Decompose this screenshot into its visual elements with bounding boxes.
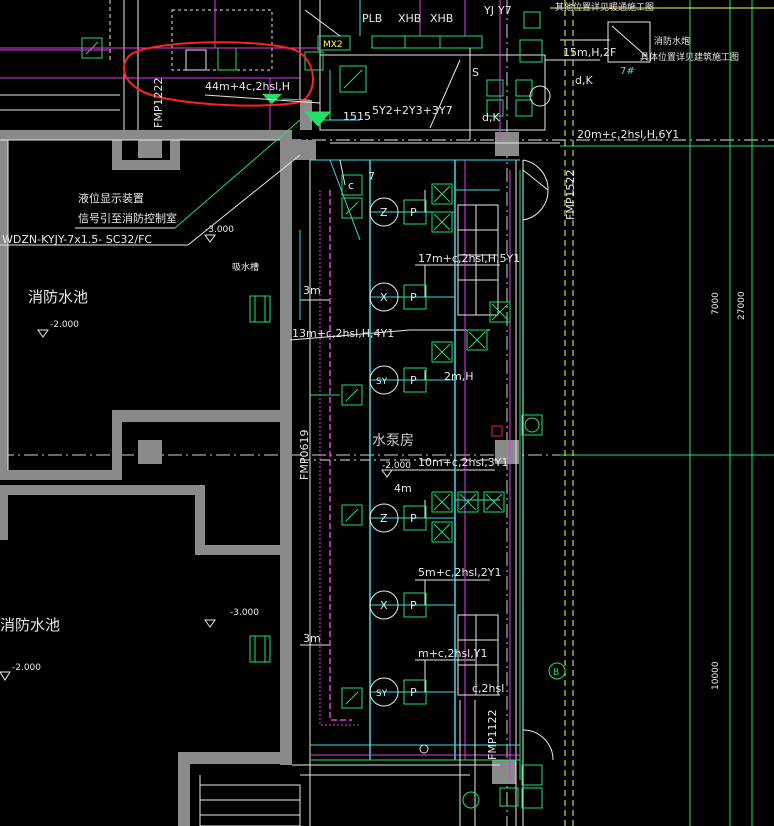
- door-fmp1522: FMP1522: [564, 170, 577, 220]
- anno-1m: m+c,2hsl,Y1: [418, 647, 487, 660]
- right-note-1: 消防水炮: [654, 35, 690, 47]
- elev-2000-b: -2.000: [382, 461, 411, 471]
- right-number-7: 7#: [620, 66, 635, 77]
- label-mx2: MX2: [323, 40, 343, 50]
- pump-room-label: 水泵房: [372, 433, 414, 449]
- signal-arrow: [262, 94, 282, 104]
- alarm-device: [491, 425, 503, 437]
- pump-label-sy2: SY: [376, 689, 388, 699]
- label-1515: 1515: [343, 110, 371, 123]
- label-yj: YJ: [483, 4, 494, 17]
- note-level-display: 液位显示装置: [78, 191, 144, 205]
- pool-label-2: 消防水池: [0, 616, 60, 634]
- panel-label-p1: P: [410, 206, 417, 219]
- panel-label-p2: P: [410, 291, 417, 304]
- dimension-lines: [560, 0, 774, 826]
- label-xhb-2: XHB: [430, 12, 453, 25]
- label-5y: 5Y2+2Y3+3Y7: [372, 104, 453, 117]
- dim-7000: 7000: [711, 292, 721, 315]
- elev-3000-a: -3.000: [205, 225, 234, 235]
- pump-label-x1: X: [380, 291, 388, 304]
- walls: [0, 100, 519, 826]
- label-dk-mid: d,K: [482, 111, 500, 124]
- label-dk-right: d,K: [575, 74, 593, 87]
- dim-27000: 27000: [737, 291, 747, 320]
- pump-label-sy1: SY: [376, 377, 388, 387]
- door-fmp1122: FMP1122: [486, 710, 499, 760]
- anno-5m: 5m+c,2hsl,2Y1: [418, 566, 501, 579]
- anno-2m: 2m,H: [444, 370, 473, 383]
- pump-label-z2: Z: [380, 512, 388, 525]
- door-fmp0619: FMP0619: [298, 430, 311, 480]
- anno-3m-b: 3m: [303, 632, 321, 645]
- pump-room-pipes: [199, 159, 554, 826]
- label-y7: Y7: [497, 4, 512, 17]
- anno-10m: 10m+c,2hsl,3Y1: [418, 456, 508, 469]
- label-plb: PLB: [362, 12, 382, 25]
- anno-20m: 20m+c,2hsl,H,6Y1: [577, 128, 679, 141]
- panel-label-p4: P: [410, 512, 417, 525]
- anno-c2hsl: c,2hsl: [472, 682, 504, 695]
- door-fmp1222: FMP1222: [152, 78, 165, 128]
- pool-label-1: 消防水池: [28, 288, 88, 306]
- right-note-2: 具体位置详见建筑施工图: [640, 51, 739, 63]
- label-15m: 15m,H,2F: [563, 46, 616, 59]
- wall-outlines: [0, 0, 524, 826]
- axis-b: B: [553, 668, 559, 678]
- control-room: [303, 0, 774, 140]
- label-44m: 44m+4c,2hsl,H: [205, 80, 290, 93]
- anno-17m: 17m+c,2hsl,H,5Y1: [418, 252, 520, 265]
- dim-10000: 10000: [711, 661, 721, 690]
- elev-2000-a: -2.000: [50, 320, 79, 330]
- note-level-signal: 信号引至消防控制室: [78, 211, 177, 225]
- panel-label-p5: P: [410, 599, 417, 612]
- pump-label-z1: Z: [380, 206, 388, 219]
- panel-label-p6: P: [410, 686, 417, 699]
- drain-point: [419, 744, 429, 754]
- suction-tank-label: 吸水槽: [232, 261, 259, 273]
- elev-3000-b: -3.000: [230, 608, 259, 618]
- label-c: c: [348, 179, 354, 192]
- elevation-markers: [0, 234, 393, 681]
- label-xhb: XHB: [398, 12, 421, 25]
- anno-4m: 4m: [394, 482, 412, 495]
- elev-2000-c: -2.000: [12, 663, 41, 673]
- cable-spec: WDZN-KYJY-7x1.5- SC32/FC: [2, 233, 152, 246]
- valves: [431, 183, 566, 809]
- label-seven: 7: [368, 170, 375, 183]
- label-s: S: [472, 66, 479, 79]
- anno-13m: 13m+c,2hsl,H,4Y1: [292, 327, 394, 340]
- anno-3m-a: 3m: [303, 284, 321, 297]
- pump-equipment: [249, 174, 427, 709]
- pump-label-x2: X: [380, 599, 388, 612]
- top-note: 其他位置详见暖通施工图: [555, 1, 654, 13]
- panel-label-p3: P: [410, 374, 417, 387]
